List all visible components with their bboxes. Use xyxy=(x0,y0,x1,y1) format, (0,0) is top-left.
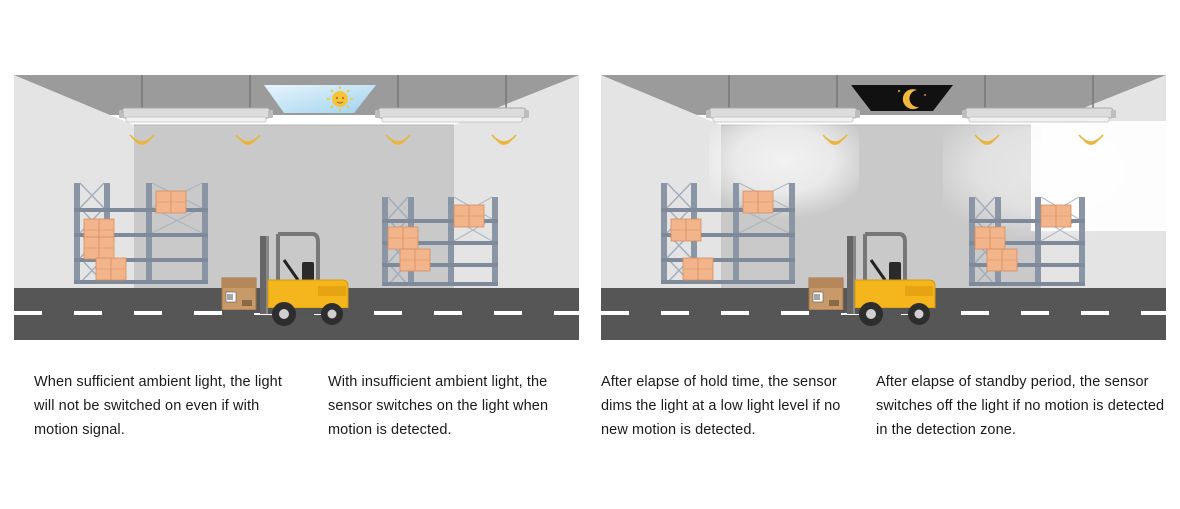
skylight-night xyxy=(851,85,953,111)
caption-hold-time: After elapse of hold time, the sensor di… xyxy=(601,374,841,438)
caption-sufficient-ambient-light: When sufficient ambient light, the light… xyxy=(34,374,282,438)
sun-icon xyxy=(327,86,353,112)
caption-standby-period: After elapse of standby period, the sens… xyxy=(876,374,1165,438)
right-wall xyxy=(454,75,579,288)
moon-icon xyxy=(898,89,926,110)
light-beam-dimmed xyxy=(709,121,859,219)
warehouse-scene-night xyxy=(601,75,1166,340)
warehouse-scene-daylight xyxy=(14,75,579,340)
caption-insufficient-ambient-light: With insufficient ambient light, the sen… xyxy=(328,374,549,438)
